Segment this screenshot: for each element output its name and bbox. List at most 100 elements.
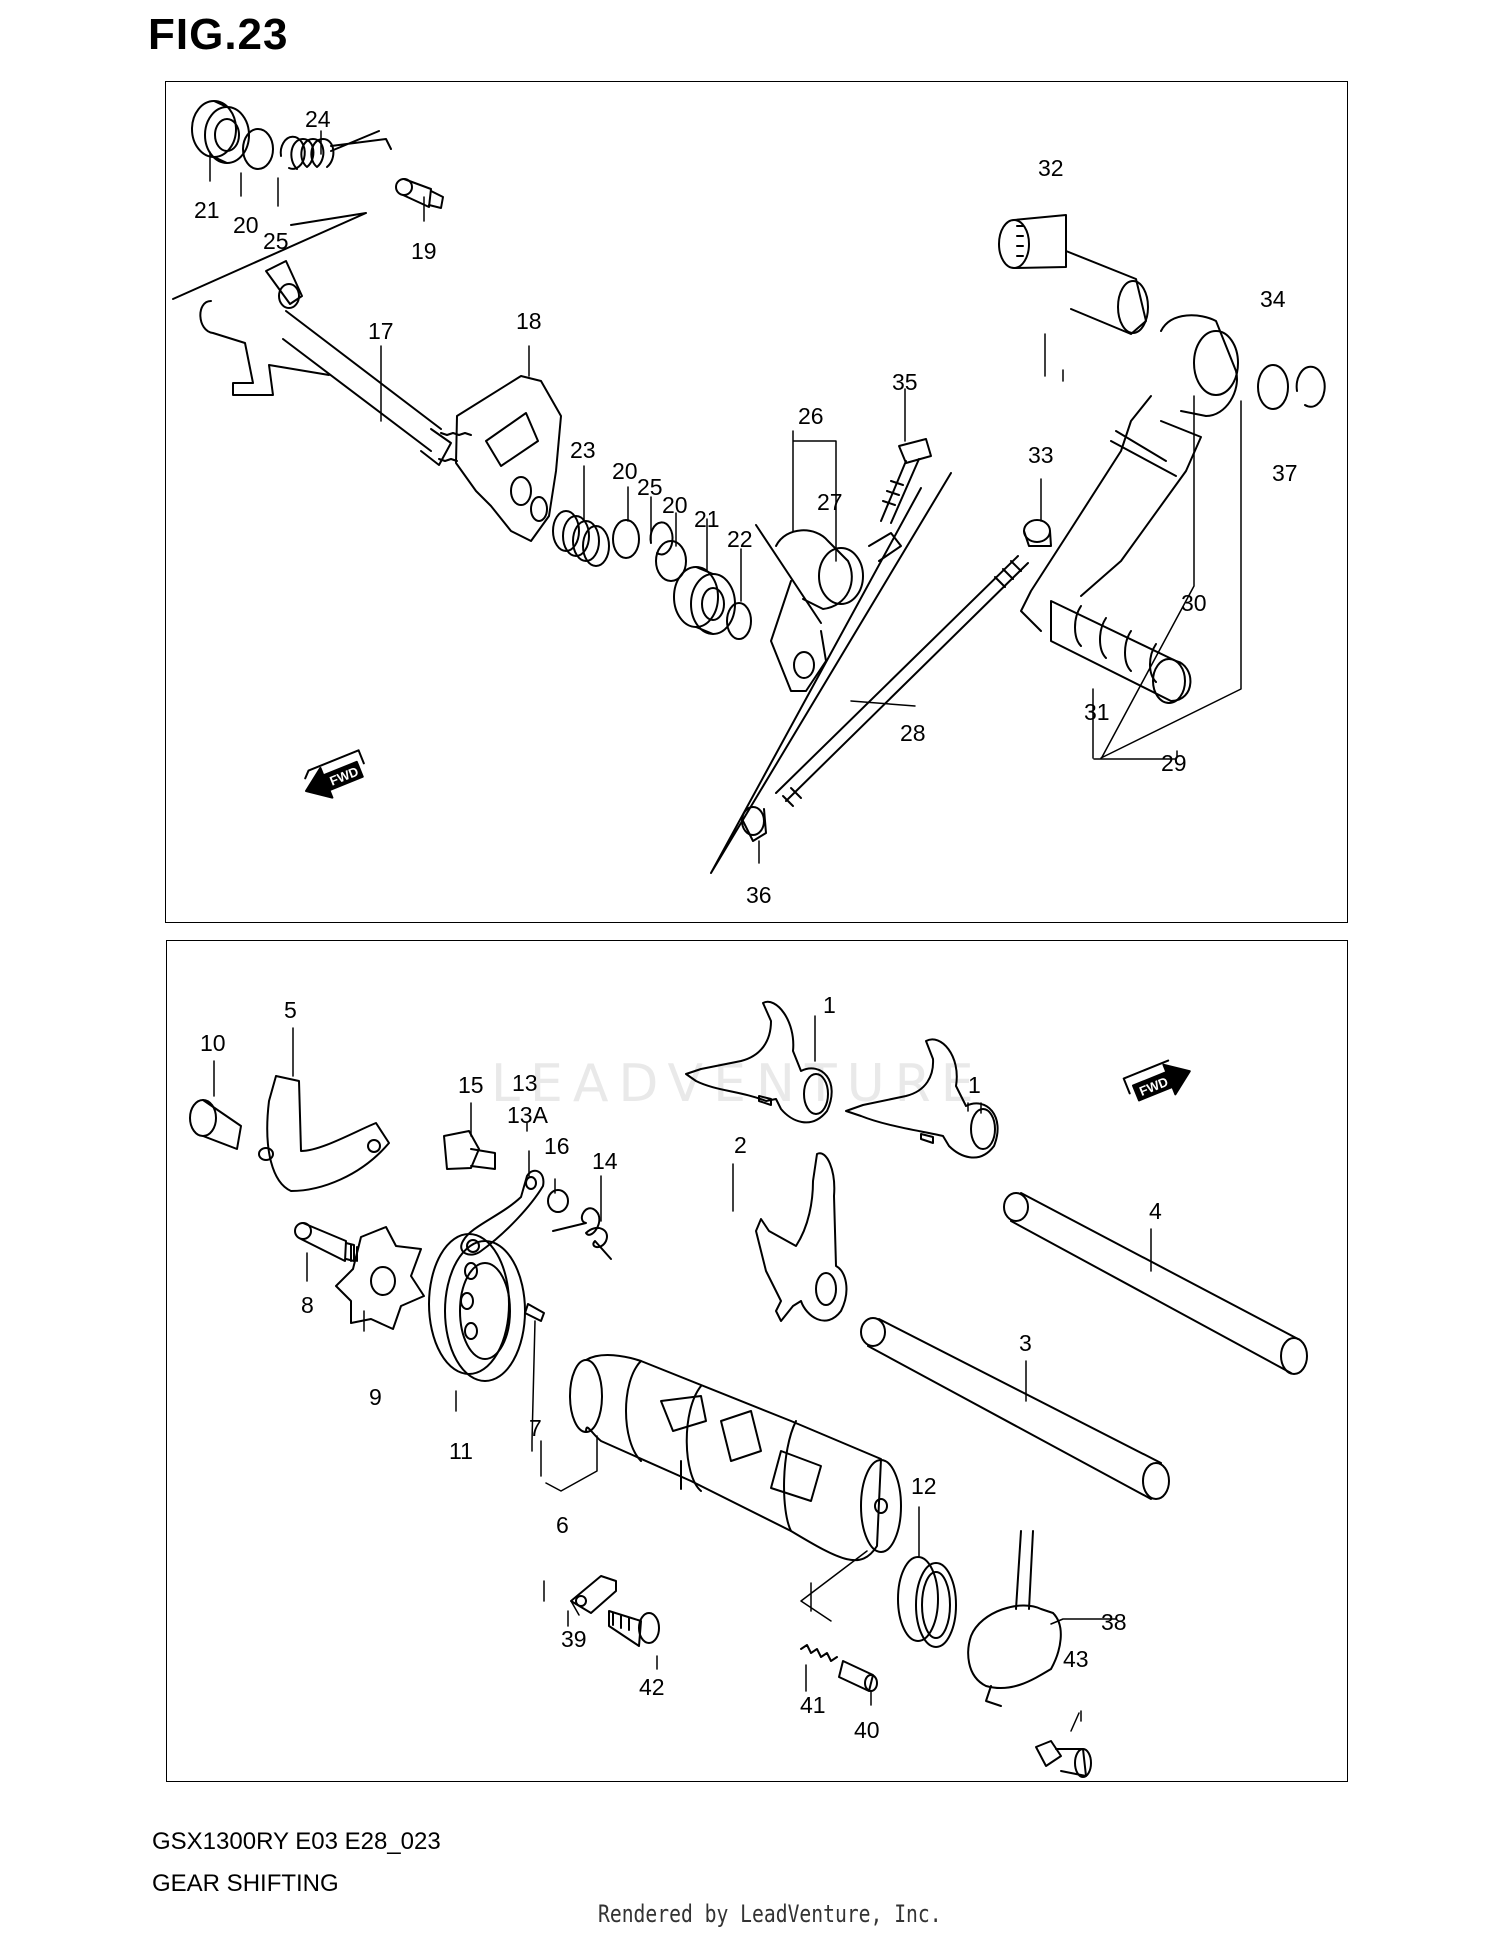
nut-part-33 xyxy=(1023,519,1052,547)
callout-25: 25 xyxy=(263,228,289,254)
washer-part-20b xyxy=(612,519,640,559)
washer-part-16 xyxy=(547,1189,569,1213)
pivot-bolt-part-32 xyxy=(998,214,1149,335)
watermark-text: LEADVENTURE xyxy=(491,1054,984,1114)
bolt-part-43 xyxy=(1035,1740,1092,1778)
fork-shaft-part-4 xyxy=(1003,1192,1308,1375)
callout-27: 27 xyxy=(817,489,843,515)
circlip-part-25 xyxy=(279,135,306,170)
callout-11: 11 xyxy=(449,1438,473,1464)
callout-2: 2 xyxy=(734,1132,747,1158)
guide-line xyxy=(172,212,367,300)
fork-shaft-part-3 xyxy=(860,1317,1170,1500)
callout-3: 3 xyxy=(1019,1330,1032,1356)
spring-part-23 xyxy=(552,510,610,567)
callout-29: 29 xyxy=(1161,750,1187,776)
callout-12: 12 xyxy=(911,1473,937,1499)
shift-fork-part-2 xyxy=(755,1152,848,1322)
spring-part-24 xyxy=(290,130,392,170)
callout-43: 43 xyxy=(1063,1646,1089,1672)
callout-25b: 25 xyxy=(637,474,663,500)
callout-30: 30 xyxy=(1181,590,1207,616)
circlip-part-37 xyxy=(1295,365,1326,408)
callout-20b: 20 xyxy=(612,458,638,484)
callout-35: 35 xyxy=(892,369,918,395)
callout-21: 21 xyxy=(194,197,220,223)
rubber-grip-part-31 xyxy=(1050,600,1192,704)
gear-position-sensor-part-38 xyxy=(967,1530,1062,1707)
render-credit: Rendered by LeadVenture, Inc. xyxy=(598,1900,942,1928)
gearshift-cam-part-6 xyxy=(569,1354,902,1562)
dowel-part-7 xyxy=(524,1303,545,1322)
washer-part-34 xyxy=(1257,364,1289,410)
spring-part-14 xyxy=(552,1207,612,1260)
callout-36: 36 xyxy=(746,882,772,908)
shift-fork-part-1a xyxy=(685,1000,833,1124)
shift-arm-part-18 xyxy=(455,375,562,542)
model-code: GSX1300RY E03 E28_023 xyxy=(152,1828,441,1855)
guide-line xyxy=(755,524,822,624)
shift-fork-part-1b xyxy=(845,1038,999,1159)
gearshift-cam-diagram: LEADVENTURE xyxy=(189,992,1308,1778)
callout-21b: 21 xyxy=(694,506,720,532)
callout-20: 20 xyxy=(233,212,259,238)
callout-37: 37 xyxy=(1272,460,1298,486)
pin-part-19 xyxy=(395,178,444,209)
callout-19: 19 xyxy=(411,238,437,264)
fwd-arrow-icon: FWD xyxy=(1122,1059,1191,1102)
shift-lever-assembly-panel: FWD 24 21 20 25 19 17 18 23 20 25 20 21 … xyxy=(165,81,1348,923)
callout-13: 13 xyxy=(512,1070,538,1096)
callout-32: 32 xyxy=(1038,155,1064,181)
callout-34: 34 xyxy=(1260,286,1286,312)
stopper-arm-part-13 xyxy=(460,1169,545,1256)
gear-shift-lever-part-30 xyxy=(1020,314,1239,632)
callout-26: 26 xyxy=(798,403,824,429)
link-arm-part-27 xyxy=(770,529,902,692)
fwd-arrow-icon: FWD xyxy=(304,749,365,799)
callout-6: 6 xyxy=(556,1512,569,1538)
bearing-part-21 xyxy=(191,100,250,164)
shift-shaft-part-17 xyxy=(199,260,472,466)
screw-part-10 xyxy=(189,1099,242,1150)
washer-part-22 xyxy=(726,602,752,640)
callout-33: 33 xyxy=(1028,442,1054,468)
callout-40: 40 xyxy=(854,1717,880,1743)
pin-part-8 xyxy=(294,1222,358,1262)
callout-16: 16 xyxy=(544,1133,570,1159)
callout-10: 10 xyxy=(200,1030,226,1056)
pin-part-40 xyxy=(838,1660,878,1692)
callout-14: 14 xyxy=(592,1148,618,1174)
callout-22: 22 xyxy=(727,526,753,552)
screw-part-42 xyxy=(608,1610,660,1647)
washer-part-20c xyxy=(655,540,687,582)
callout-38: 38 xyxy=(1101,1609,1127,1635)
callout-20c: 20 xyxy=(662,492,688,518)
washer-part-20 xyxy=(242,128,274,170)
callout-5: 5 xyxy=(284,997,297,1023)
callout-13a: 13A xyxy=(507,1102,549,1128)
bolt-part-15 xyxy=(443,1130,496,1170)
callout-7: 7 xyxy=(529,1415,542,1441)
callout-28: 28 xyxy=(900,720,926,746)
nut-part-36 xyxy=(741,806,767,842)
callout-18: 18 xyxy=(516,308,542,334)
callout-1a: 1 xyxy=(823,992,836,1018)
spring-part-41 xyxy=(800,1644,838,1662)
bearing-part-11 xyxy=(428,1233,526,1382)
callout-9: 9 xyxy=(369,1384,382,1410)
bearing-part-12 xyxy=(897,1556,957,1648)
callout-1b: 1 xyxy=(968,1072,981,1098)
shift-rod-part-28 xyxy=(775,555,1029,807)
bearing-part-21b xyxy=(673,566,736,635)
callout-15: 15 xyxy=(458,1072,484,1098)
callout-39: 39 xyxy=(561,1626,587,1652)
cam-star-part-9 xyxy=(335,1226,425,1330)
circlip-part-25b xyxy=(649,521,674,556)
callout-42: 42 xyxy=(639,1674,665,1700)
gearshift-cam-fork-panel: LEADVENTURE xyxy=(166,940,1348,1782)
callout-31: 31 xyxy=(1084,699,1110,725)
callout-8: 8 xyxy=(301,1292,314,1318)
callout-4: 4 xyxy=(1149,1198,1162,1224)
callout-23: 23 xyxy=(570,437,596,463)
shift-lever-diagram: FWD 24 21 20 25 19 17 18 23 20 25 20 21 … xyxy=(172,100,1326,908)
